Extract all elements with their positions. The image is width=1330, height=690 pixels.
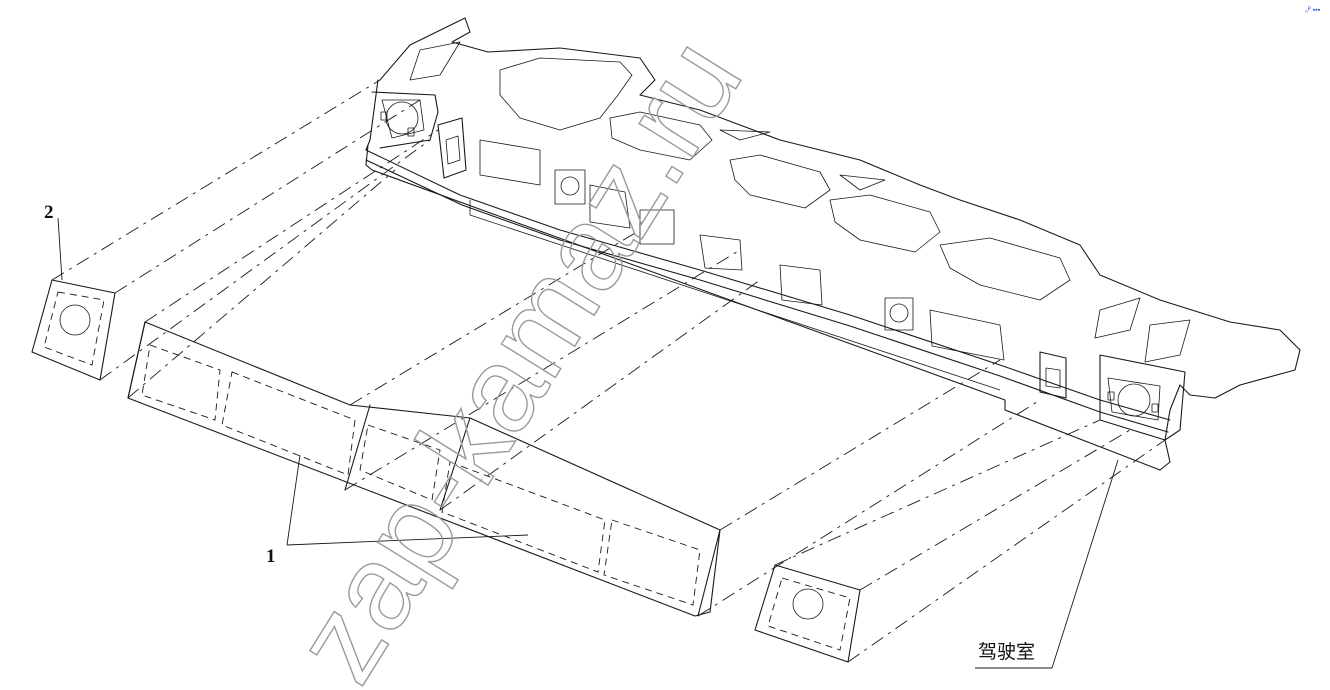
assembly-lines bbox=[51, 79, 1166, 663]
callout-2: 2 bbox=[44, 202, 54, 223]
dashboard-frame bbox=[365, 17, 1301, 471]
part-2-left-pad bbox=[31, 279, 116, 381]
cabin-label: 驾驶室 bbox=[978, 641, 1035, 663]
corner-mark: ₀ᴾ ▪▪▪ bbox=[1305, 7, 1321, 14]
watermark: zap-kamaz.ru bbox=[268, 16, 767, 690]
right-pad bbox=[754, 564, 861, 663]
part-1-lower-body bbox=[127, 321, 721, 617]
leader-lines bbox=[57, 217, 1119, 669]
callout-1: 1 bbox=[266, 546, 276, 567]
